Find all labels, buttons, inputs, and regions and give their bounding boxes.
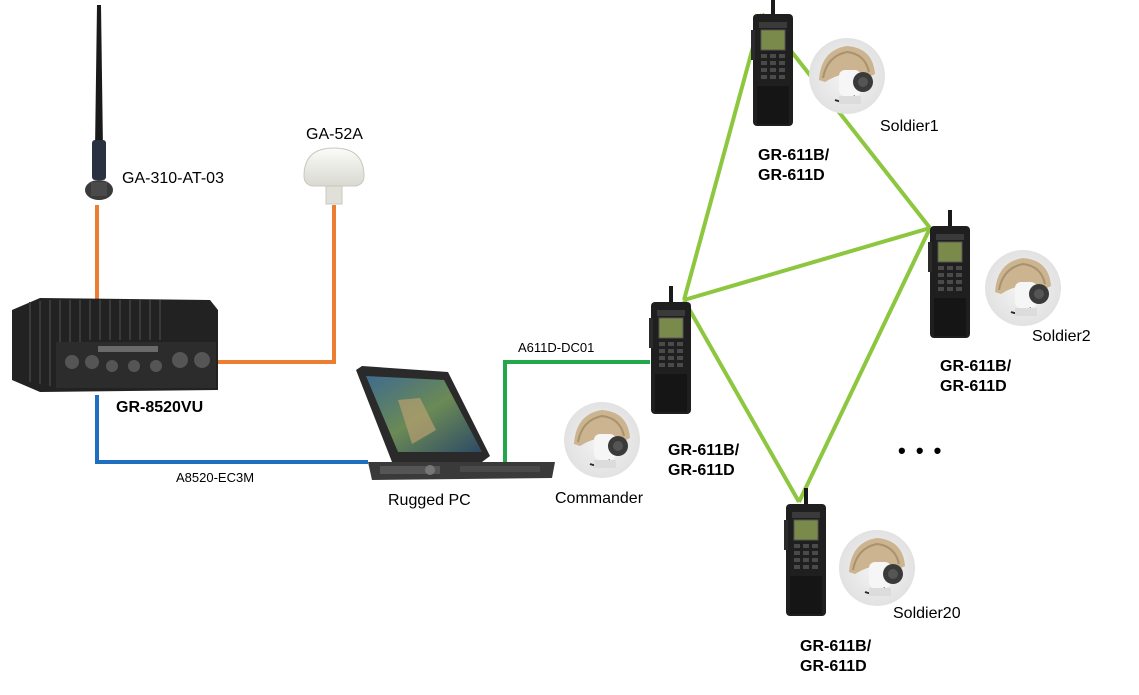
helmet-soldier2-icon [984, 249, 1062, 327]
helmet-soldier20-icon [838, 529, 916, 607]
radio-model-soldier1: GR-611B/ GR-611D [758, 146, 829, 186]
radio-soldier20-icon [783, 487, 827, 617]
radio-commander-icon [648, 285, 692, 415]
soldier1-label: Soldier1 [880, 118, 939, 135]
mesh-link-soldier2-soldier20 [797, 227, 932, 503]
antenna-icon [85, 5, 113, 200]
vehicle-radio-label: GR-8520VU [116, 399, 204, 416]
mesh-links [682, 12, 932, 503]
gps-antenna-icon [303, 147, 365, 205]
radio-model-line1: GR-611B/ [668, 442, 740, 459]
radio-model-line1: GR-611B/ [758, 147, 830, 164]
soldier20-label: Soldier20 [893, 605, 961, 622]
more-soldiers-ellipsis: • • • [898, 438, 944, 463]
radio-model-soldier20: GR-611B/ GR-611D [800, 637, 871, 677]
soldier2-label: Soldier2 [1032, 328, 1091, 345]
dc-cable [503, 360, 650, 462]
rugged-pc-label: Rugged PC [388, 492, 471, 509]
radio-soldier2-icon [927, 209, 971, 339]
pc-cable-label: A8520-EC3M [176, 470, 255, 485]
radio-model-line1: GR-611B/ [800, 638, 872, 655]
mesh-link-commander-soldier2 [683, 226, 931, 302]
rugged-pc-icon [356, 366, 555, 480]
ethernet-cable [95, 395, 368, 464]
helmet-commander-icon [563, 401, 641, 479]
radio-model-line2: GR-611D [758, 167, 825, 184]
commander-label: Commander [555, 490, 644, 507]
radio-model-line2: GR-611D [668, 462, 735, 479]
helmet-soldier1-icon [808, 37, 886, 115]
radio-model-commander: GR-611B/ GR-611D [668, 441, 739, 481]
gps-label: GA-52A [306, 126, 363, 143]
dc-cable-label: A611D-DC01 [518, 340, 595, 355]
gps-cable [218, 205, 336, 364]
mesh-link-commander-soldier20 [682, 299, 801, 503]
radio-model-line2: GR-611D [940, 378, 1007, 395]
radio-model-line1: GR-611B/ [940, 358, 1012, 375]
vehicle-radio-icon [12, 298, 218, 392]
radio-soldier1-icon [750, 0, 794, 127]
mesh-link-soldier1-commander [682, 13, 764, 301]
radio-model-soldier2: GR-611B/ GR-611D [940, 357, 1011, 397]
radio-model-line2: GR-611D [800, 658, 867, 675]
antenna-label: GA-310-AT-03 [122, 170, 224, 187]
